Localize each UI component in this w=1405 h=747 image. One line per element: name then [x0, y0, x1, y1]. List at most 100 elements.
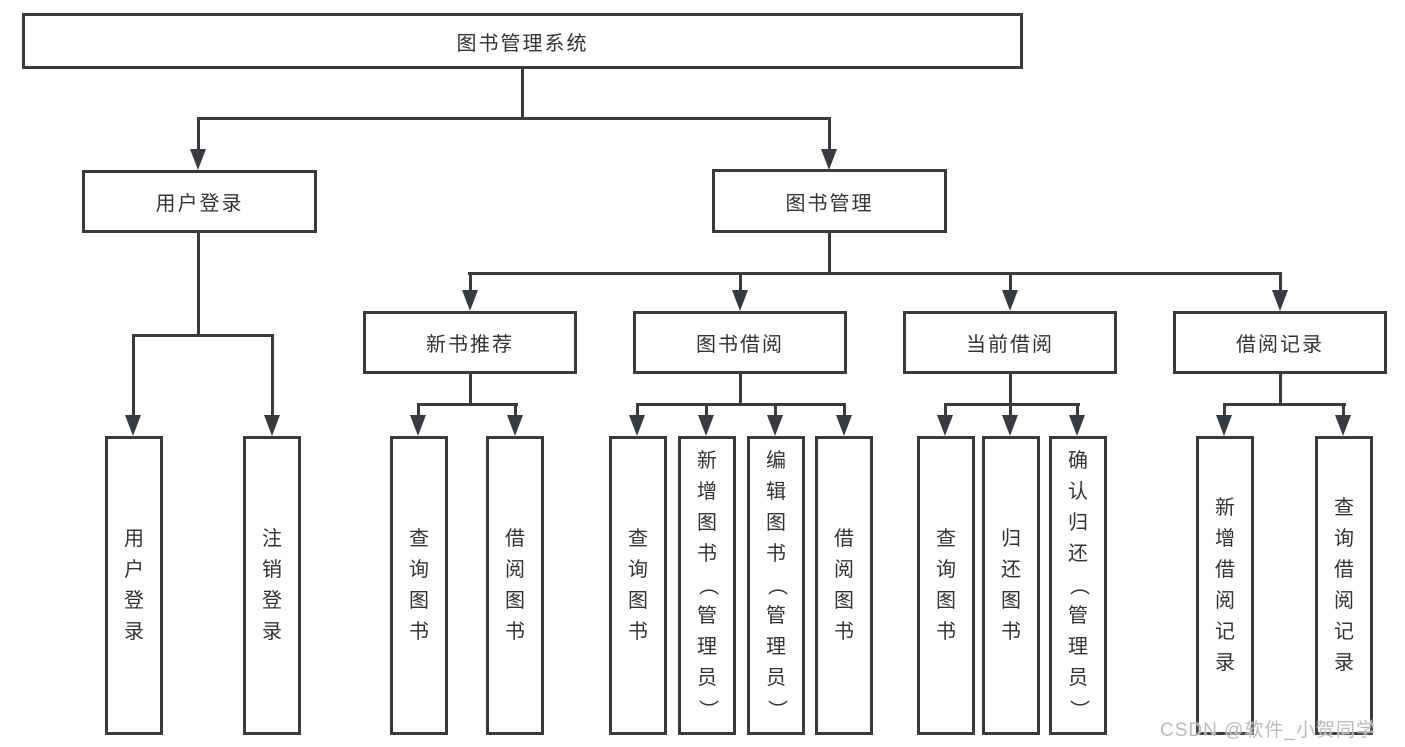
- vertical-char: 阅: [505, 558, 525, 581]
- arrow-down-icon: [1272, 290, 1288, 311]
- vertical-char: ）: [1067, 699, 1090, 720]
- connector-user-login-hline: [132, 334, 274, 337]
- vertical-char: 员: [1068, 667, 1088, 689]
- leaf-borrow-books: 借阅图书: [815, 436, 873, 735]
- connector-drop-login-leaf: [132, 334, 135, 416]
- vertical-char: 理: [1068, 636, 1088, 658]
- arrow-down-icon: [937, 415, 953, 436]
- connector-drop: [1342, 403, 1345, 417]
- node-book-management: 图书管理: [712, 169, 947, 233]
- connector-book-mgmt-stem: [828, 233, 831, 274]
- vertical-char: （: [696, 575, 719, 596]
- vertical-char: ）: [696, 699, 719, 720]
- connector-user-login-stem: [197, 233, 200, 336]
- connector-drop: [705, 403, 708, 417]
- arrow-down-icon: [836, 415, 852, 436]
- arrow-down-icon: [1002, 290, 1018, 311]
- vertical-char: 管: [1068, 605, 1088, 627]
- arrow-down-icon: [767, 415, 783, 436]
- vertical-char: 图: [936, 589, 956, 612]
- vertical-char: 理: [766, 636, 786, 658]
- connector-drop: [514, 403, 517, 417]
- connector-borrow-record-stem: [1279, 374, 1282, 406]
- vertical-char: 询: [409, 558, 429, 581]
- connector-drop-logout-leaf: [271, 334, 274, 416]
- vertical-char: 查: [1334, 496, 1354, 519]
- connector-borrow-record-hline: [1223, 403, 1346, 406]
- connector-drop-new-book: [469, 272, 472, 292]
- vertical-char: 借: [505, 527, 525, 550]
- arrow-down-icon: [821, 149, 837, 170]
- connector-drop-book-borrow: [739, 272, 742, 292]
- vertical-char: 图: [628, 589, 648, 612]
- connector-drop: [944, 403, 947, 417]
- vertical-char: 书: [697, 543, 717, 565]
- vertical-char: 归: [1068, 512, 1088, 534]
- node-library-management-system: 图书管理系统: [22, 13, 1023, 69]
- vertical-char: 询: [936, 558, 956, 581]
- node-borrowing-records: 借阅记录: [1173, 311, 1387, 374]
- vertical-char: 理: [697, 636, 717, 658]
- vertical-char: 管: [766, 605, 786, 627]
- vertical-char: 归: [1001, 527, 1021, 550]
- connector-drop: [1223, 403, 1226, 417]
- vertical-char: 还: [1068, 543, 1088, 565]
- connector-root-hline: [197, 117, 831, 120]
- connector-drop-borrow-record: [1279, 272, 1282, 292]
- connector-drop: [417, 403, 420, 417]
- leaf-query-books-borrowing: 查询图书: [609, 436, 667, 735]
- vertical-char: 辑: [766, 481, 786, 503]
- connector-root-stem: [521, 68, 524, 119]
- node-new-book-recommend: 新书推荐: [363, 311, 577, 374]
- vertical-char: 录: [124, 620, 144, 643]
- node-label: 用户登录: [155, 193, 244, 215]
- connector-book-borrow-hline: [636, 403, 846, 406]
- arrow-down-icon: [507, 415, 523, 436]
- leaf-query-books-recommend: 查询图书: [390, 436, 448, 735]
- vertical-char: 登: [124, 589, 144, 612]
- connector-drop: [1009, 403, 1012, 417]
- vertical-char: （: [1067, 575, 1090, 596]
- vertical-char: 销: [262, 558, 282, 581]
- vertical-char: 书: [409, 620, 429, 643]
- vertical-char: 查: [628, 527, 648, 550]
- vertical-char: 阅: [834, 558, 854, 581]
- connector-new-book-hline: [417, 403, 518, 406]
- node-label: 借阅记录: [1236, 334, 1324, 356]
- vertical-char: 新: [1215, 496, 1235, 519]
- arrow-down-icon: [698, 415, 714, 436]
- arrow-down-icon: [264, 415, 280, 436]
- vertical-char: 图: [766, 512, 786, 534]
- leaf-borrow-books-recommend: 借阅图书: [486, 436, 544, 735]
- vertical-char: 阅: [1334, 589, 1354, 612]
- vertical-char: 图: [409, 589, 429, 612]
- connector-drop: [636, 403, 639, 417]
- arrow-down-icon: [732, 290, 748, 311]
- node-book-borrowing: 图书借阅: [633, 311, 847, 374]
- vertical-char: ）: [765, 699, 788, 720]
- vertical-char: 管: [697, 605, 717, 627]
- vertical-char: 书: [628, 620, 648, 643]
- connector-book-borrow-stem: [739, 374, 742, 406]
- vertical-char: 记: [1334, 620, 1354, 643]
- vertical-char: 查: [936, 527, 956, 550]
- vertical-char: 员: [766, 667, 786, 689]
- arrow-down-icon: [462, 290, 478, 311]
- node-label: 图书管理: [785, 192, 874, 215]
- connector-new-book-stem: [469, 374, 472, 406]
- connector-drop: [843, 403, 846, 417]
- vertical-char: 登: [262, 589, 282, 612]
- vertical-char: 员: [697, 667, 717, 689]
- vertical-char: 记: [1215, 620, 1235, 643]
- vertical-char: 图: [505, 589, 525, 612]
- arrow-down-icon: [410, 415, 426, 436]
- vertical-char: 询: [628, 558, 648, 581]
- vertical-char: 户: [124, 558, 144, 581]
- vertical-char: 录: [1215, 651, 1235, 674]
- arrow-down-icon: [1335, 415, 1351, 436]
- leaf-add-borrow-record: 新增借阅记录: [1196, 436, 1254, 735]
- vertical-char: 确: [1068, 450, 1088, 472]
- vertical-char: 注: [262, 527, 282, 550]
- vertical-char: 用: [124, 527, 144, 550]
